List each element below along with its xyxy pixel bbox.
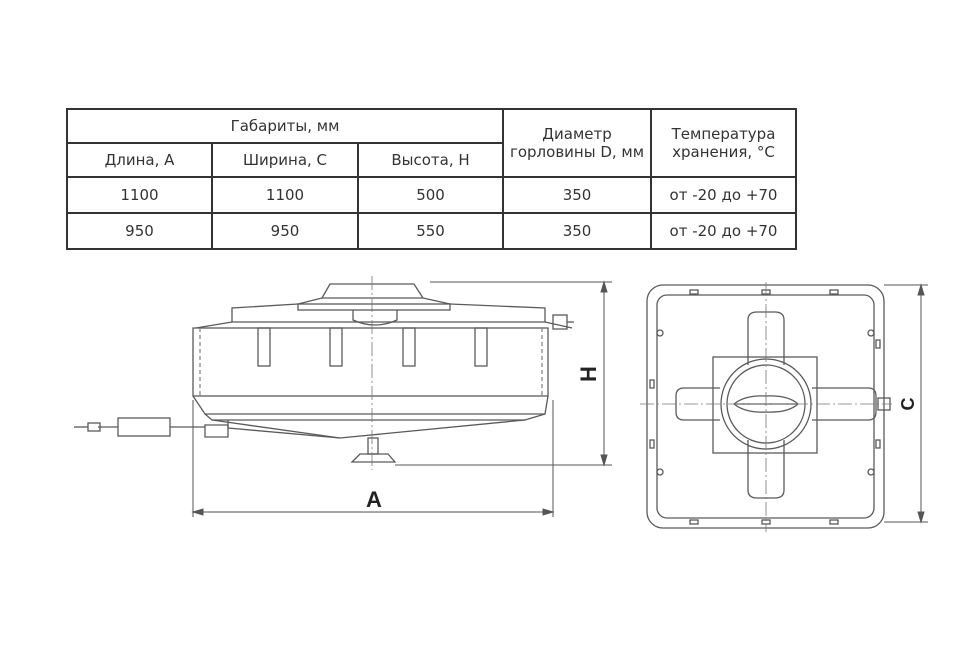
tank-body	[192, 327, 549, 397]
support-post	[402, 327, 416, 367]
support-post	[257, 327, 271, 367]
dimension-c-label: C	[898, 398, 918, 411]
neck-diameter-header: Диаметр горловины D, мм	[502, 108, 653, 178]
width-cell: 950	[211, 212, 359, 250]
length-cell: 1100	[66, 176, 213, 214]
temperature-cell: от -20 до +70	[650, 176, 798, 214]
width-header: Ширина, С	[211, 142, 359, 178]
support-post	[329, 327, 343, 367]
tank-foot	[350, 453, 397, 463]
height-cell: 550	[356, 212, 505, 250]
dimension-a-label: A	[366, 487, 382, 512]
dimension-c	[884, 283, 928, 524]
neck-outline	[321, 283, 424, 299]
dimension-h	[395, 280, 612, 467]
height-cell: 500	[356, 176, 505, 214]
hatch-square	[712, 356, 818, 454]
neck-cell: 350	[502, 176, 653, 214]
dimension-a	[191, 400, 555, 517]
dimensions-group-header: Габариты, мм	[65, 108, 505, 144]
height-header: Высота, Н	[356, 142, 505, 178]
handle-right	[812, 387, 877, 421]
support-post	[474, 327, 488, 367]
temperature-cell: от -20 до +70	[650, 212, 798, 250]
table-row: 950 950 550 350 от -20 до +70	[66, 212, 798, 250]
tank-side-view	[74, 283, 574, 463]
tank-top-view	[646, 284, 891, 529]
outer-frame	[646, 284, 885, 529]
width-cell: 1100	[211, 176, 359, 214]
inner-frame	[656, 294, 875, 519]
storage-temperature-header: Температура хранения, °С	[650, 108, 798, 178]
length-cell: 950	[66, 212, 213, 250]
dimension-h-label: H	[576, 366, 601, 382]
table-row: 1100 1100 500 350 от -20 до +70	[66, 176, 798, 214]
drain-pipe	[204, 424, 229, 438]
neck-cell: 350	[502, 212, 653, 250]
specifications-table: Габариты, мм Диаметр горловины D, мм Тем…	[65, 108, 798, 250]
drain-valve	[117, 417, 171, 437]
length-header: Длина, А	[66, 142, 213, 178]
